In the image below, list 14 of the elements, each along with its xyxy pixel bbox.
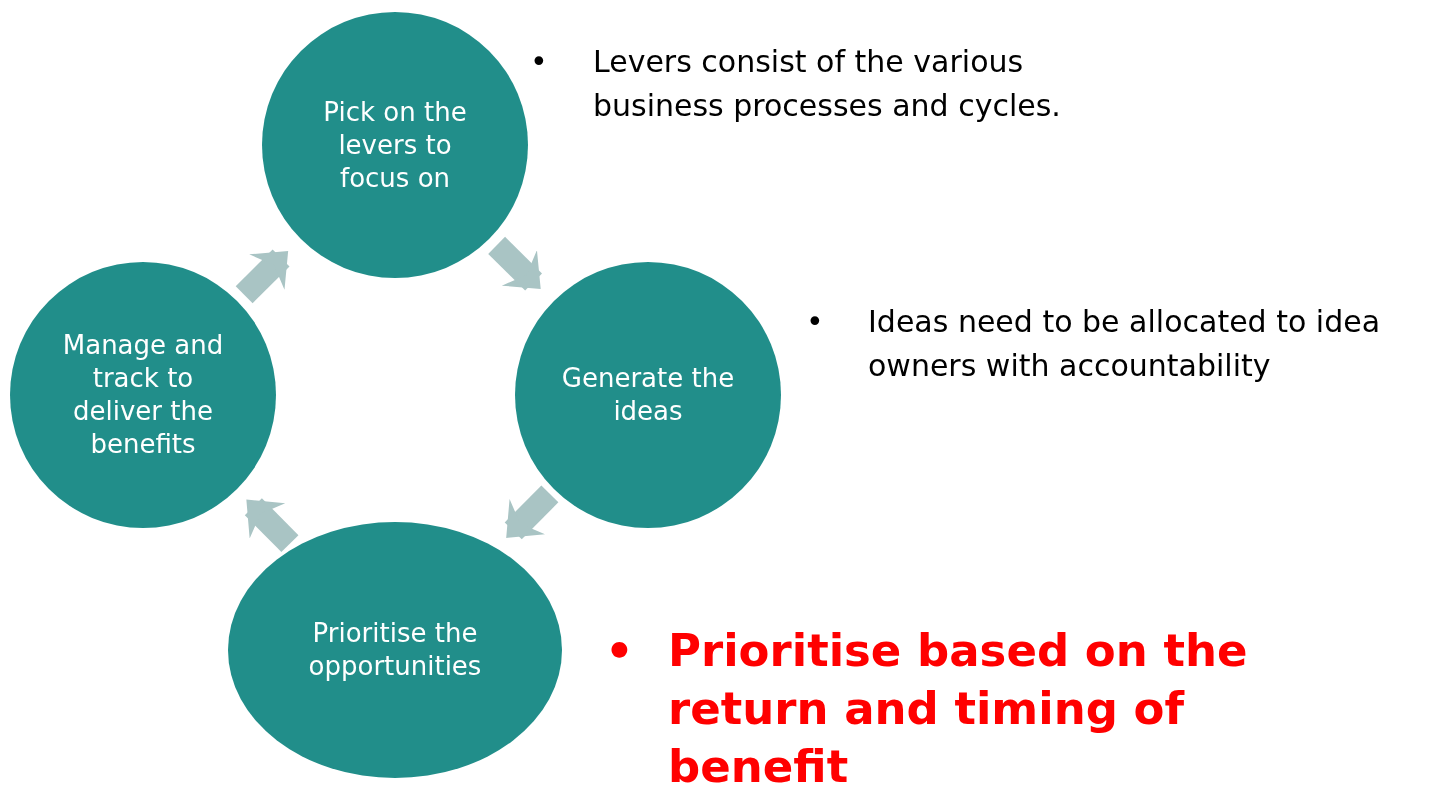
block-arrow — [235, 249, 290, 304]
bullet: • — [806, 303, 824, 341]
block-arrow — [504, 485, 559, 540]
note-text: Levers consist of the various business processes and cycles. — [593, 43, 1062, 125]
node-text: Pick on the levers to focus on — [322, 95, 468, 195]
node-text: Prioritise the opportunities — [307, 617, 483, 683]
block-arrow — [244, 498, 299, 553]
node-text: Generate the ideas — [560, 362, 736, 428]
note-text: Ideas need to be allocated to idea owners with accountability — [868, 303, 1382, 385]
node-text: Manage and track to deliver the benefits — [61, 329, 225, 461]
note-text: Prioritise based on the return and timing of benefit — [668, 623, 1249, 795]
bullet: • — [605, 623, 634, 679]
bullet: • — [530, 43, 548, 81]
block-arrow — [488, 236, 543, 291]
